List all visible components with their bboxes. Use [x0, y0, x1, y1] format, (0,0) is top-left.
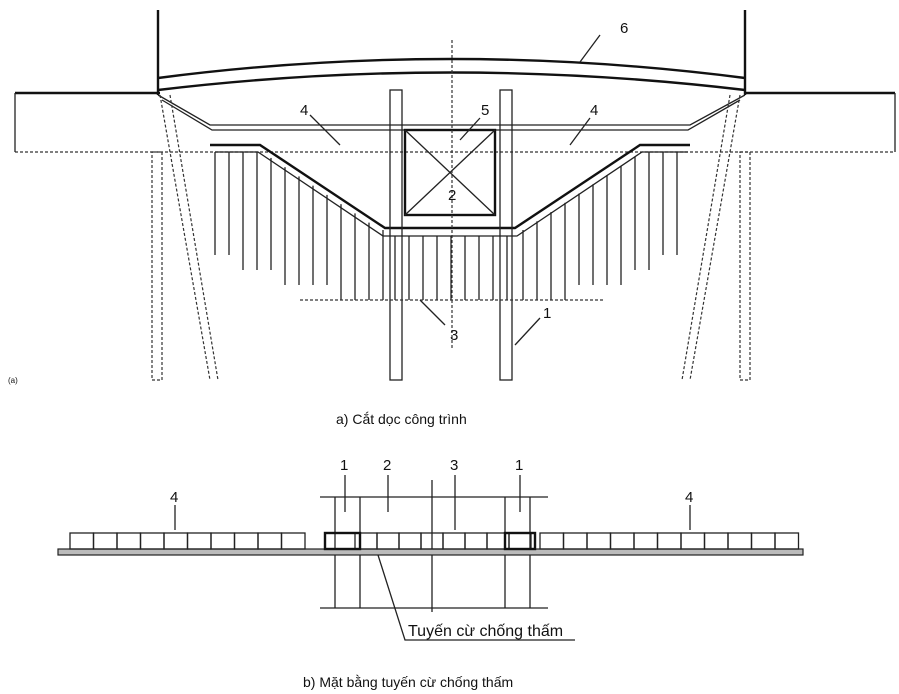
- plan-block: [92, 532, 118, 550]
- cutoff-line-label: Tuyến cừ chống thấm: [408, 623, 563, 640]
- plan-block: [280, 532, 306, 550]
- label-5: 5: [481, 102, 489, 119]
- roof-arch: [157, 57, 746, 80]
- battered-pile-right: [681, 94, 741, 381]
- plan-block: [376, 532, 400, 550]
- plan-block: [233, 532, 259, 550]
- plan-label-1-right: 1: [515, 457, 523, 474]
- plan-block: [508, 532, 532, 550]
- plan-block: [633, 532, 659, 550]
- apron-slab: [210, 143, 690, 230]
- plan-block: [562, 532, 588, 550]
- label-1: 1: [543, 305, 551, 322]
- plan-block: [139, 532, 165, 550]
- plan-label-4-left: 4: [170, 489, 178, 506]
- caption-b: b) Mặt bằng tuyến cừ chống thấm: [303, 674, 513, 690]
- pier-left-block: [323, 531, 362, 551]
- plan-block: [442, 532, 466, 550]
- plan-block: [210, 532, 236, 550]
- plan-block: [69, 532, 95, 550]
- label-4-left: 4: [300, 102, 308, 119]
- plan-block: [656, 532, 682, 550]
- plan-label-2: 2: [383, 457, 391, 474]
- pile-left-center: [389, 89, 403, 381]
- sheet-piles: [214, 152, 678, 301]
- pier-right-block: [503, 531, 537, 551]
- caption-a: a) Cắt dọc công trình: [336, 411, 467, 427]
- plan-block: [163, 532, 189, 550]
- label-4-right: 4: [590, 102, 598, 119]
- plan-block: [398, 532, 422, 550]
- plan-block: [680, 532, 706, 550]
- plan-block: [703, 532, 729, 550]
- plan-block: [116, 532, 142, 550]
- battered-pile-left: [159, 94, 219, 381]
- cutoff-wall: [57, 548, 804, 556]
- plan-label-3: 3: [450, 457, 458, 474]
- plan-block: [539, 532, 565, 550]
- plan-block: [354, 532, 378, 550]
- plan-block: [750, 532, 776, 550]
- gate-chamber: [403, 128, 497, 217]
- plan-block: [464, 532, 488, 550]
- plan-blocks: [69, 531, 800, 551]
- plan-block: [257, 532, 283, 550]
- plan-label-4-right: 4: [685, 489, 693, 506]
- plan-block: [186, 532, 212, 550]
- label-3: 3: [450, 327, 458, 344]
- plan-block: [586, 532, 612, 550]
- label-2: 2: [448, 187, 456, 204]
- plan-block: [774, 532, 800, 550]
- label-6: 6: [620, 20, 628, 37]
- plan-label-1-left: 1: [340, 457, 348, 474]
- corner-mark: (a): [8, 376, 18, 385]
- plan-block: [609, 532, 635, 550]
- pile-right-center: [499, 89, 513, 381]
- plan-block: [727, 532, 753, 550]
- longitudinal-section: 6 4 4 5 2 3 1 (a) a) Cắt dọc công trình: [8, 10, 896, 427]
- plan-view: 1 2 3 1 4 4 Tuyến cừ chống thấm b) Mặt b…: [57, 457, 804, 690]
